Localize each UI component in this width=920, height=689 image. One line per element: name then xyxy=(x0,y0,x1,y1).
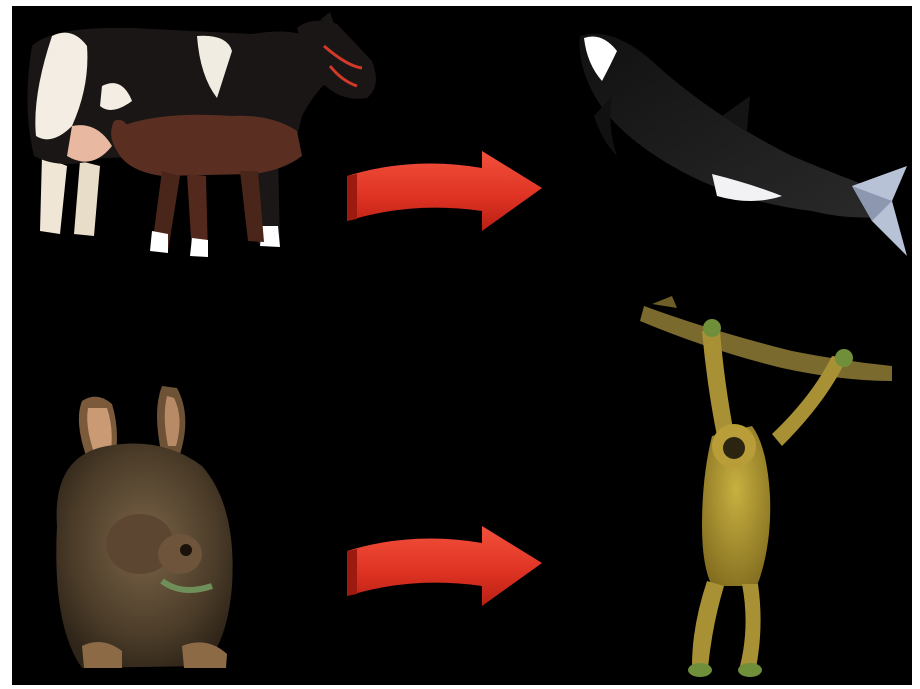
cow-with-calf xyxy=(27,12,376,257)
image-panel xyxy=(12,6,912,685)
arrow-bottom xyxy=(347,526,542,606)
illustration xyxy=(12,6,912,685)
arrow-top xyxy=(347,151,542,231)
rabbit xyxy=(56,386,232,668)
orca-whale xyxy=(580,34,908,256)
gibbon xyxy=(640,296,892,677)
